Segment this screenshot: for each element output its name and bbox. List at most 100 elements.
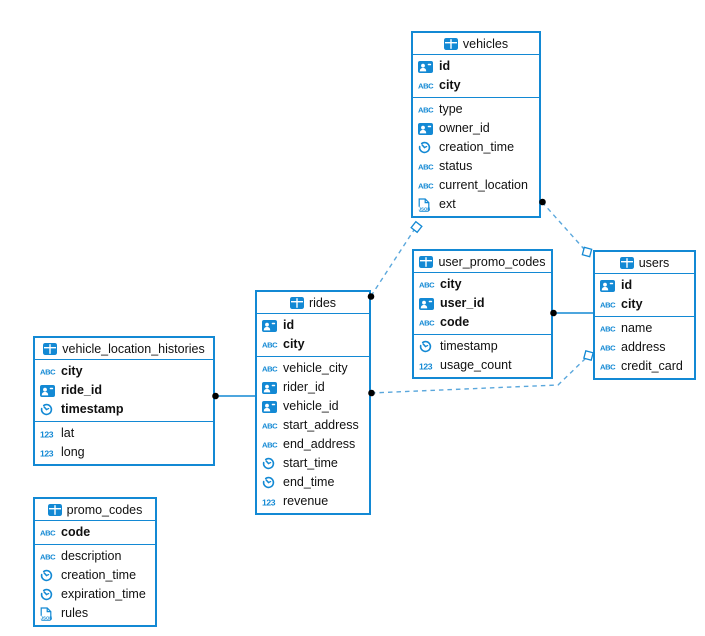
field-row[interactable]: 123 usage_count	[414, 356, 551, 375]
field-row[interactable]: 123 lat	[35, 424, 213, 443]
field-row[interactable]: ABC city	[35, 362, 213, 381]
table-users[interactable]: users id ABC city ABC name ABC address A…	[593, 250, 696, 380]
field-name: id	[621, 278, 633, 292]
field-name: start_time	[283, 456, 338, 470]
field-row[interactable]: JSON rules	[35, 604, 155, 623]
field-row[interactable]: ABC end_address	[257, 435, 369, 454]
svg-text:123: 123	[262, 497, 276, 507]
field-row[interactable]: ride_id	[35, 381, 213, 400]
field-row[interactable]: ABC status	[413, 157, 539, 176]
field-row[interactable]: ABC credit_card	[595, 357, 694, 376]
field-row[interactable]: id	[257, 316, 369, 335]
table-header[interactable]: rides	[257, 292, 369, 314]
table-rides[interactable]: rides id ABC city ABC vehicle_city rider…	[255, 290, 371, 515]
field-row[interactable]: owner_id	[413, 119, 539, 138]
table-header[interactable]: promo_codes	[35, 499, 155, 521]
relation-vehicles-users[interactable]	[539, 198, 593, 258]
field-name: credit_card	[621, 359, 683, 373]
field-row[interactable]: end_time	[257, 473, 369, 492]
relation-parent-diamond	[583, 350, 594, 361]
table-title: users	[638, 255, 670, 270]
field-name: vehicle_id	[283, 399, 339, 413]
table-header[interactable]: vehicles	[413, 33, 539, 55]
field-row[interactable]: ABC code	[414, 313, 551, 332]
abc-icon: ABC	[600, 324, 621, 333]
field-row[interactable]: start_time	[257, 454, 369, 473]
relation-line[interactable]	[370, 229, 415, 297]
svg-text:ABC: ABC	[40, 553, 56, 561]
abc-icon: ABC	[600, 343, 621, 352]
relation-line[interactable]	[541, 201, 585, 250]
field-row[interactable]: timestamp	[35, 400, 213, 419]
abc-icon: ABC	[419, 280, 440, 289]
field-row[interactable]: 123 long	[35, 443, 213, 462]
field-row[interactable]: expiration_time	[35, 585, 155, 604]
relation-parent-diamond	[581, 246, 593, 258]
field-row[interactable]: ABC city	[414, 275, 551, 294]
field-name: rider_id	[283, 380, 325, 394]
field-row[interactable]: ABC city	[257, 335, 369, 354]
table-header[interactable]: users	[595, 252, 694, 274]
abc-icon: ABC	[418, 162, 439, 171]
relation-vehicle_location_histories-rides[interactable]	[212, 392, 255, 400]
field-name: status	[439, 159, 473, 173]
field-row[interactable]: user_id	[414, 294, 551, 313]
svg-text:ABC: ABC	[600, 344, 616, 352]
field-row[interactable]: ABC description	[35, 547, 155, 566]
columns-section: ABC type owner_id creation_time ABC stat…	[413, 98, 539, 216]
field-name: long	[61, 445, 85, 459]
field-row[interactable]: JSON ext	[413, 195, 539, 214]
primary-key-section: ABC city ride_id timestamp	[35, 360, 213, 422]
table-header[interactable]: vehicle_location_histories	[35, 338, 213, 360]
svg-text:ABC: ABC	[419, 281, 435, 289]
field-row[interactable]: timestamp	[414, 337, 551, 356]
table-icon	[47, 503, 62, 516]
abc-icon: ABC	[262, 340, 283, 349]
svg-text:ABC: ABC	[418, 82, 434, 90]
field-row[interactable]: ABC city	[595, 295, 694, 314]
field-row[interactable]: creation_time	[35, 566, 155, 585]
field-name: code	[61, 525, 91, 539]
field-row[interactable]: id	[595, 276, 694, 295]
field-row[interactable]: rider_id	[257, 378, 369, 397]
field-row[interactable]: ABC type	[413, 100, 539, 119]
table-header[interactable]: user_promo_codes	[414, 251, 551, 273]
columns-section: ABC description creation_time expiration…	[35, 545, 155, 625]
field-row[interactable]: vehicle_id	[257, 397, 369, 416]
svg-text:ABC: ABC	[40, 529, 56, 537]
svg-text:ABC: ABC	[262, 422, 278, 430]
abc-icon: ABC	[262, 364, 283, 373]
field-name: usage_count	[440, 358, 512, 372]
field-row[interactable]: 123 revenue	[257, 492, 369, 511]
abc-icon: ABC	[40, 552, 61, 561]
table-vehicles[interactable]: vehicles id ABC city ABC type owner_id c…	[411, 31, 541, 218]
json-icon: JSON	[40, 606, 61, 621]
field-row[interactable]: creation_time	[413, 138, 539, 157]
table-user_promo_codes[interactable]: user_promo_codes ABC city user_id ABC co…	[412, 249, 553, 379]
svg-text:ABC: ABC	[418, 182, 434, 190]
relation-user_promo_codes-users[interactable]	[550, 309, 593, 317]
field-row[interactable]: ABC code	[35, 523, 155, 542]
svg-text:JSON: JSON	[41, 615, 52, 620]
field-row[interactable]: ABC vehicle_city	[257, 359, 369, 378]
field-row[interactable]: ABC city	[413, 76, 539, 95]
field-name: timestamp	[440, 339, 498, 353]
clock-icon	[419, 340, 440, 353]
field-row[interactable]: id	[413, 57, 539, 76]
field-row[interactable]: ABC start_address	[257, 416, 369, 435]
field-name: owner_id	[439, 121, 490, 135]
columns-section: ABC vehicle_city rider_id vehicle_id ABC…	[257, 357, 369, 513]
field-row[interactable]: ABC name	[595, 319, 694, 338]
svg-text:ABC: ABC	[419, 319, 435, 327]
abc-icon: ABC	[600, 362, 621, 371]
clock-icon	[262, 476, 283, 489]
svg-text:JSON: JSON	[419, 206, 430, 211]
json-icon: JSON	[418, 197, 439, 212]
field-row[interactable]: ABC address	[595, 338, 694, 357]
table-promo_codes[interactable]: promo_codes ABC code ABC description cre…	[33, 497, 157, 627]
field-row[interactable]: ABC current_location	[413, 176, 539, 195]
number-icon: 123	[419, 361, 440, 371]
relation-parent-diamond	[410, 220, 423, 234]
table-vehicle_location_histories[interactable]: vehicle_location_histories ABC city ride…	[33, 336, 215, 466]
